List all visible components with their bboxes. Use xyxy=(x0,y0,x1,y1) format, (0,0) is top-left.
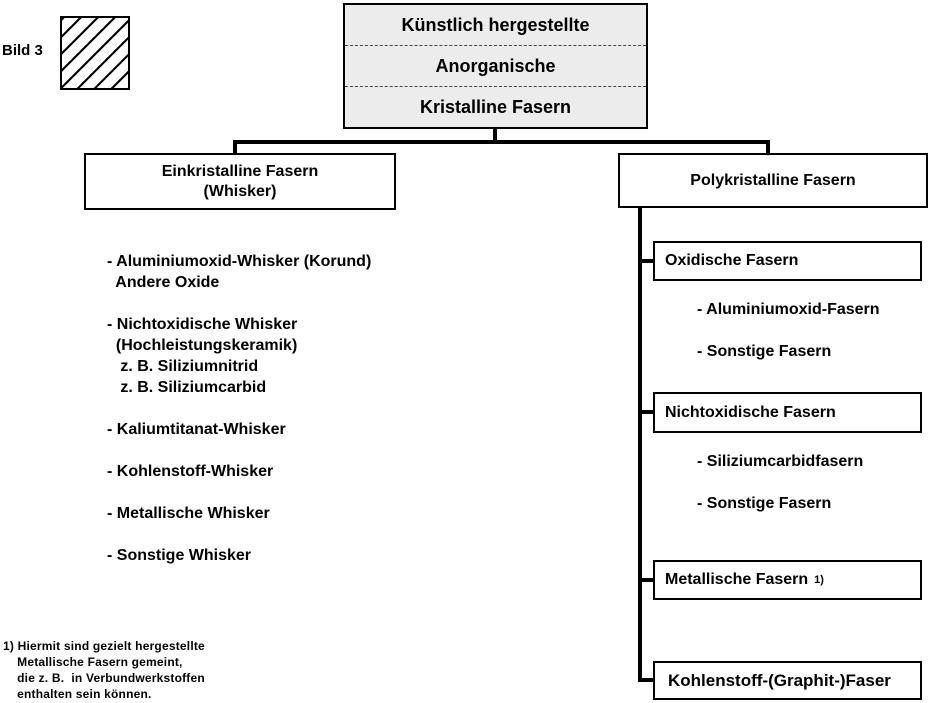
right-branch-box: Polykristalline Fasern xyxy=(618,153,928,208)
connector-tick-metallische xyxy=(640,578,655,582)
text-line xyxy=(107,398,371,419)
connector-tick-kohlenstoff xyxy=(640,678,655,682)
left-branch-box: Einkristalline Fasern (Whisker) xyxy=(84,153,396,210)
connector-tick-oxidische xyxy=(640,259,655,263)
text-line xyxy=(107,440,371,461)
root-box-line-1: Künstlich hergestellte xyxy=(401,14,590,35)
root-box-line-3: Kristalline Fasern xyxy=(345,86,646,127)
text-line: z. B. Siliziumcarbid xyxy=(107,379,267,396)
right-branch-title: Polykristalline Fasern xyxy=(690,171,856,189)
group-title: Metallische Fasern xyxy=(665,571,809,588)
sub-item-sonstige-fasern-2: - Sonstige Fasern xyxy=(697,495,832,512)
text-line xyxy=(107,293,371,314)
hatch-swatch-icon xyxy=(60,16,130,90)
sub-item-sonstige-fasern-1: - Sonstige Fasern xyxy=(697,343,832,360)
text-line: z. B. Siliziumnitrid xyxy=(107,358,259,375)
connector-main-horizontal xyxy=(233,140,770,144)
left-branch-title-line-2: (Whisker) xyxy=(203,182,277,200)
sub-item-aluminiumoxid-fasern: - Aluminiumoxid-Fasern xyxy=(697,301,880,318)
left-branch-title-line-1: Einkristalline Fasern xyxy=(161,162,319,180)
text-line: (Hochleistungskeramik) xyxy=(107,337,298,354)
root-box: Künstlich hergestellte Anorganische Kris… xyxy=(343,3,648,129)
text-line: - Kohlenstoff-Whisker xyxy=(107,463,274,480)
text-line: - Aluminiumoxid-Whisker (Korund) xyxy=(107,253,372,270)
group-box-nichtoxidische-fasern: Nichtoxidische Fasern xyxy=(653,392,922,433)
group-title: Oxidische Fasern xyxy=(665,252,799,269)
group-box-metallische-fasern: Metallische Fasern 1) xyxy=(653,560,922,600)
connector-tick-nichtoxidische xyxy=(640,410,655,414)
text-line: - Metallische Whisker xyxy=(107,505,270,522)
text-line: enthalten sein können. xyxy=(3,687,152,701)
text-line: Andere Oxide xyxy=(107,274,220,291)
group-title: Nichtoxidische Fasern xyxy=(665,403,836,421)
footnote-reference: 1) xyxy=(814,574,824,586)
root-box-line-2: Anorganische xyxy=(345,45,646,86)
whisker-list: - Aluminiumoxid-Whisker (Korund) Andere … xyxy=(107,251,371,566)
text-line xyxy=(107,524,371,545)
group-box-kohlenstoff-graphit-faser: Kohlenstoff-(Graphit-)Faser xyxy=(653,661,922,700)
text-line: die z. B. in Verbundwerkstoffen xyxy=(3,671,205,685)
connector-root-stub xyxy=(493,129,497,142)
footnote-text: 1) Hiermit sind gezielt hergestellte Met… xyxy=(3,638,205,702)
group-title: Kohlenstoff-(Graphit-)Faser xyxy=(668,670,891,690)
text-line: - Kaliumtitanat-Whisker xyxy=(107,421,286,438)
text-line xyxy=(107,482,371,503)
text-line: - Sonstige Whisker xyxy=(107,547,252,564)
text-line: Metallische Fasern gemeint, xyxy=(3,655,183,669)
group-box-oxidische-fasern: Oxidische Fasern xyxy=(653,241,922,281)
connector-right-spine xyxy=(638,206,642,682)
sub-item-siliziumcarbidfasern: - Siliziumcarbidfasern xyxy=(697,453,864,470)
connector-right-drop xyxy=(766,140,770,155)
text-line: - Nichtoxidische Whisker xyxy=(107,316,298,333)
figure-label: Bild 3 xyxy=(2,42,43,59)
connector-left-drop xyxy=(233,140,237,155)
text-line: 1) Hiermit sind gezielt hergestellte xyxy=(3,639,205,653)
